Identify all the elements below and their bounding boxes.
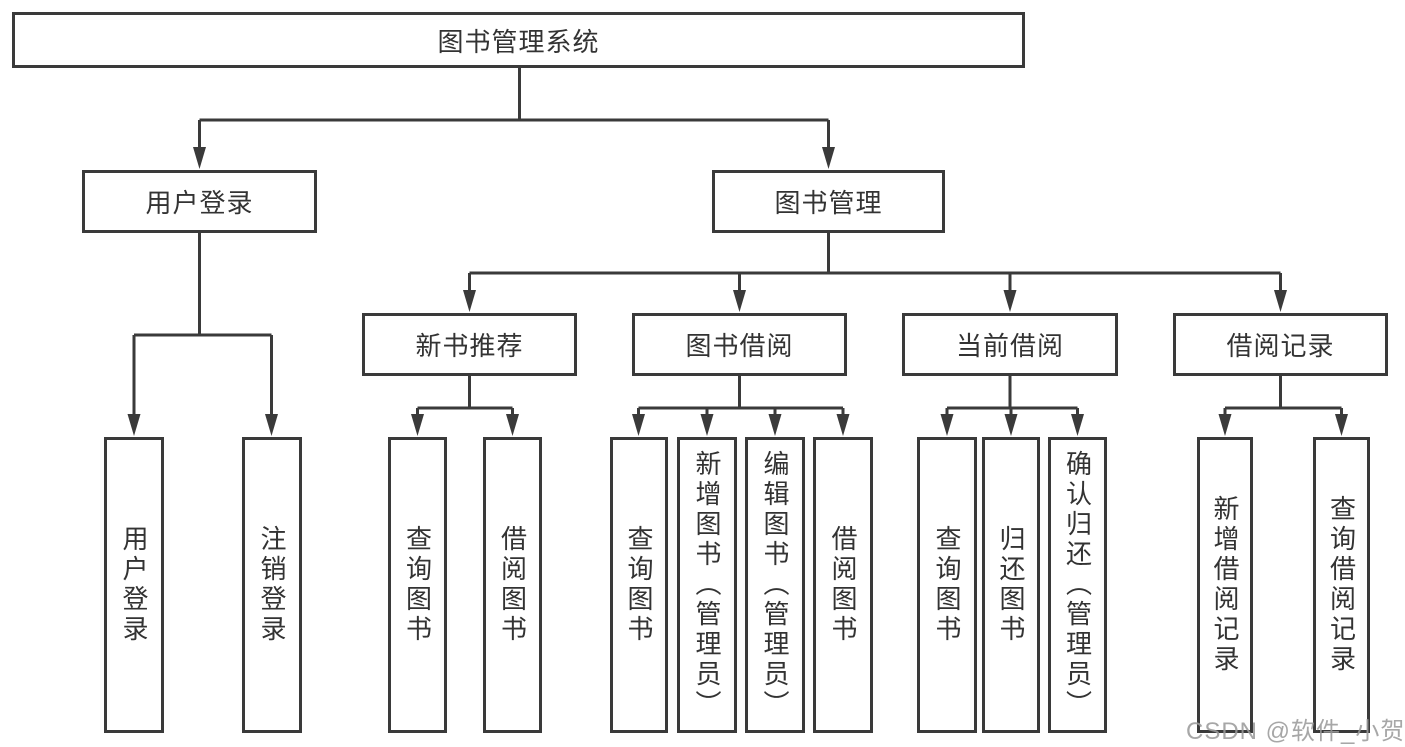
arrowhead [1003,290,1017,312]
node-label: 图书管理系统 [437,26,600,57]
leaf-label: 注销登录 [257,525,287,645]
arrowhead [768,414,782,436]
leaf-user-login: 用户登录 [104,437,164,733]
leaf-borrow-books-recommend: 借阅图书 [483,437,542,733]
leaf-logout: 注销登录 [242,437,302,733]
leaf-label: 用户登录 [119,525,149,645]
arrowhead [193,147,206,169]
arrowhead [940,414,954,436]
leaf-label: 查询图书 [402,525,433,645]
node-label: 图书管理 [774,188,883,218]
edge-root-to-level1 [193,68,835,169]
arrowhead [411,414,424,436]
edge-borrow-records-to-leaves [1218,376,1348,436]
leaf-add-books-admin: 新增图书（管理员） [677,437,737,733]
leaf-label: 归还图书 [996,525,1026,645]
edge-book-borrow-to-leaves [632,376,850,436]
node-label: 用户登录 [145,188,254,218]
node-label: 借阅记录 [1226,331,1335,361]
leaf-label: 编辑图书（管理员） [760,450,790,720]
arrowhead [836,414,850,436]
node-book-borrow: 图书借阅 [632,313,847,376]
leaf-label: 新增图书（管理员） [692,450,722,720]
arrowhead [1071,414,1084,436]
watermark: CSDN @软件_小贺同学 [1186,718,1405,745]
leaf-query-books-recommend: 查询图书 [388,437,447,733]
leaf-label: 查询图书 [932,525,962,645]
node-label: 当前借阅 [955,331,1064,361]
leaf-label: 新增借阅记录 [1210,495,1240,675]
node-label: 新书推荐 [415,331,524,361]
leaf-label: 借阅图书 [497,525,528,645]
arrowhead [463,290,476,312]
arrowhead [265,414,278,436]
edge-current-borrow-to-leaves [940,376,1084,436]
leaf-query-borrow-record: 查询借阅记录 [1313,437,1370,733]
node-current-borrow: 当前借阅 [902,313,1118,376]
leaf-borrow-books: 借阅图书 [813,437,873,733]
arrowhead [506,414,519,436]
leaf-confirm-return-admin: 确认归还（管理员） [1048,437,1107,733]
leaf-return-books: 归还图书 [982,437,1040,733]
leaf-label: 借阅图书 [828,525,858,645]
arrowhead [1004,414,1018,436]
node-book-management: 图书管理 [712,170,945,233]
arrowhead [700,414,714,436]
arrowhead [733,290,746,312]
node-label: 图书借阅 [685,331,794,361]
arrowhead [1335,414,1348,436]
arrowhead [1274,290,1287,312]
arrowhead [632,414,645,436]
arrowhead [127,414,141,436]
leaf-label: 查询借阅记录 [1326,495,1357,675]
node-new-book-recommend: 新书推荐 [362,313,577,376]
leaf-query-books-borrow: 查询图书 [610,437,668,733]
arrowhead [1218,414,1232,436]
leaf-add-borrow-record: 新增借阅记录 [1197,437,1253,733]
arrowhead [822,147,835,169]
leaf-label: 查询图书 [624,525,654,645]
edge-new-book-recommend-to-leaves [411,376,519,436]
edge-user-login-to-leaves [127,233,278,436]
leaf-label: 确认归还（管理员） [1062,450,1093,720]
node-user-login: 用户登录 [82,170,317,233]
leaf-query-books-current: 查询图书 [917,437,977,733]
node-borrow-records: 借阅记录 [1173,313,1388,376]
node-library-management-system: 图书管理系统 [12,12,1025,68]
leaf-edit-books-admin: 编辑图书（管理员） [745,437,805,733]
edge-book-management-to-level2 [463,233,1287,312]
